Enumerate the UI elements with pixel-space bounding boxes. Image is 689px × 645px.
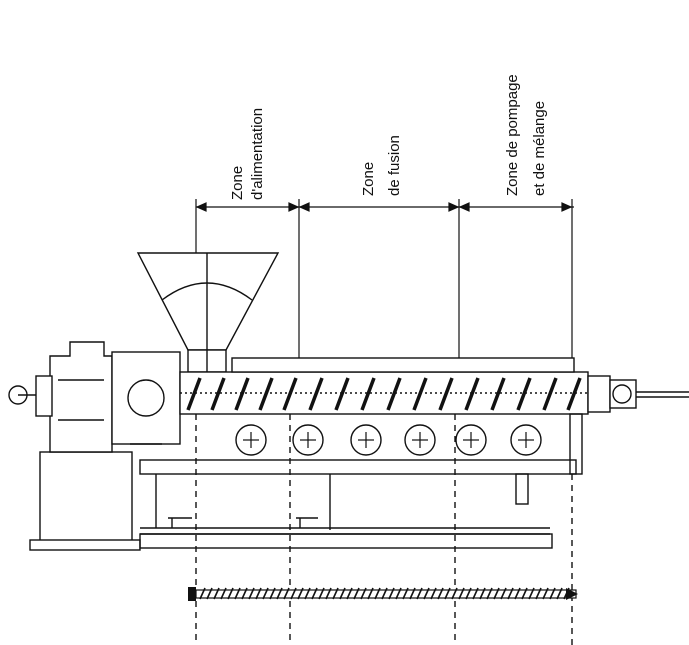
zone-label-melt: Zone de fusion: [360, 135, 403, 196]
zone-label-melt-line1: Zone: [360, 162, 377, 196]
zone-dimension-lines: [195, 199, 574, 370]
arrow-metering-left: [458, 202, 470, 212]
zone-label-metering-line1: Zone de pompage: [504, 74, 521, 196]
arrow-feed-left: [195, 202, 207, 212]
arrow-melt-right: [448, 202, 460, 212]
arrow-feed-right: [288, 202, 300, 212]
zone-label-metering-line2: et de mélange: [531, 101, 548, 196]
arrow-melt-left: [298, 202, 310, 212]
arrow-metering-right: [561, 202, 573, 212]
extrusion-die: [587, 375, 689, 413]
drive-motor: [8, 341, 181, 551]
zone-label-feed: Zone d'alimentation: [229, 108, 266, 200]
zone-label-melt-line2: de fusion: [386, 135, 403, 196]
barrel-screw-flights: [186, 377, 582, 411]
heater-band-marks: [243, 432, 534, 448]
zone-guide-lines: [195, 414, 573, 645]
zone-label-feed-line2: d'alimentation: [249, 108, 266, 200]
zone-label-metering: Zone de pompage et de mélange: [504, 74, 548, 196]
extracted-screw: [188, 587, 578, 601]
machine-frame: [139, 413, 583, 549]
zone-label-feed-line1: Zone: [229, 166, 246, 200]
heater-bands: [235, 424, 542, 456]
